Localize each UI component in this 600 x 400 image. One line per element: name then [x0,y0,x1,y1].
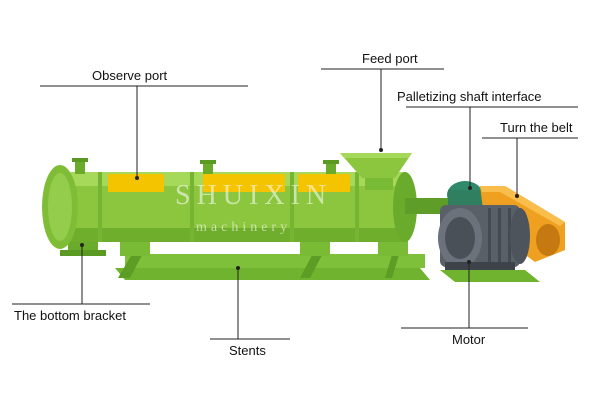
feed-port-label: Feed port [362,51,418,66]
top-nozzles [72,158,339,174]
leader-lines [12,68,578,340]
motor-label: Motor [452,332,486,347]
feed-port-hopper [340,153,412,190]
leader-dots [80,148,519,270]
motor [438,205,540,282]
turn-the-belt-label: Turn the belt [500,120,573,135]
observe-port-label: Observe port [92,68,168,83]
stents-label: Stents [229,343,266,358]
palletizing-shaft-interface-label: Palletizing shaft interface [397,89,542,104]
watermark-brand: SHUIXIN [175,180,333,211]
bottom-bracket-label: The bottom bracket [14,308,126,323]
watermark-sub: machinery [196,220,292,235]
observe-port-windows [108,174,350,192]
